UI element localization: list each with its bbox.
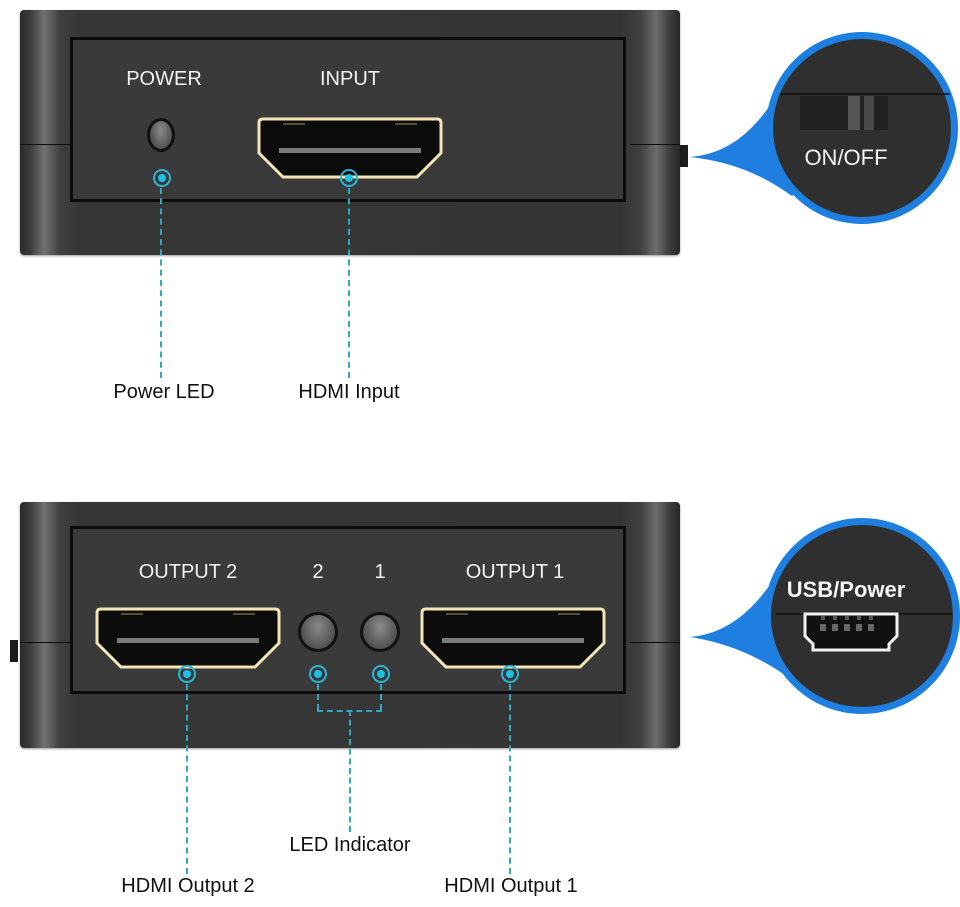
- led-1-bracket-line: [380, 684, 382, 710]
- on-off-label: ON/OFF: [804, 145, 888, 170]
- body-seam: [20, 642, 70, 643]
- power-led-leader-line: [160, 188, 162, 378]
- body-seam: [630, 642, 680, 643]
- on-off-zoom-bubble: [690, 32, 958, 224]
- hdmi-output-1-marker: [501, 665, 519, 683]
- power-switch-nub: [680, 145, 688, 167]
- power-led-marker: [153, 169, 171, 187]
- mini-usb-icon: [803, 612, 899, 652]
- input-panel-label: INPUT: [320, 68, 380, 90]
- led-indicator-2: [298, 612, 338, 652]
- led-indicator-callout: LED Indicator: [289, 834, 411, 856]
- body-seam: [630, 144, 680, 145]
- led-indicator-1: [360, 612, 400, 652]
- led1-panel-label: 1: [374, 561, 386, 583]
- hdmi-output-2-leader-line: [186, 684, 188, 874]
- hdmi-input-port: [257, 117, 443, 179]
- hdmi-output-1-port: [420, 607, 606, 669]
- led-2-bracket-line: [317, 684, 319, 710]
- hdmi-output-2-port: [95, 607, 281, 669]
- led-indicator-leader-line: [349, 710, 351, 832]
- hdmi-input-leader-line: [348, 188, 350, 378]
- usb-power-label: USB/Power: [786, 577, 906, 602]
- hdmi-input-marker: [340, 169, 358, 187]
- hdmi-input-callout: HDMI Input: [298, 381, 400, 403]
- hdmi-output-2-marker: [178, 665, 196, 683]
- hdmi-output-1-leader-line: [509, 684, 511, 874]
- usb-power-zoom-bubble: [690, 518, 960, 714]
- output2-panel-label: OUTPUT 2: [138, 561, 238, 583]
- hdmi-output-2-callout: HDMI Output 2: [121, 875, 255, 897]
- body-seam: [20, 144, 70, 145]
- side-tab: [10, 640, 18, 662]
- output1-panel-label: OUTPUT 1: [465, 561, 565, 583]
- led-1-marker: [372, 665, 390, 683]
- led2-panel-label: 2: [312, 561, 324, 583]
- power-led: [147, 118, 175, 152]
- hdmi-output-1-callout: HDMI Output 1: [444, 875, 578, 897]
- power-panel-label: POWER: [126, 68, 202, 90]
- power-led-callout: Power LED: [113, 381, 215, 403]
- led-2-marker: [309, 665, 327, 683]
